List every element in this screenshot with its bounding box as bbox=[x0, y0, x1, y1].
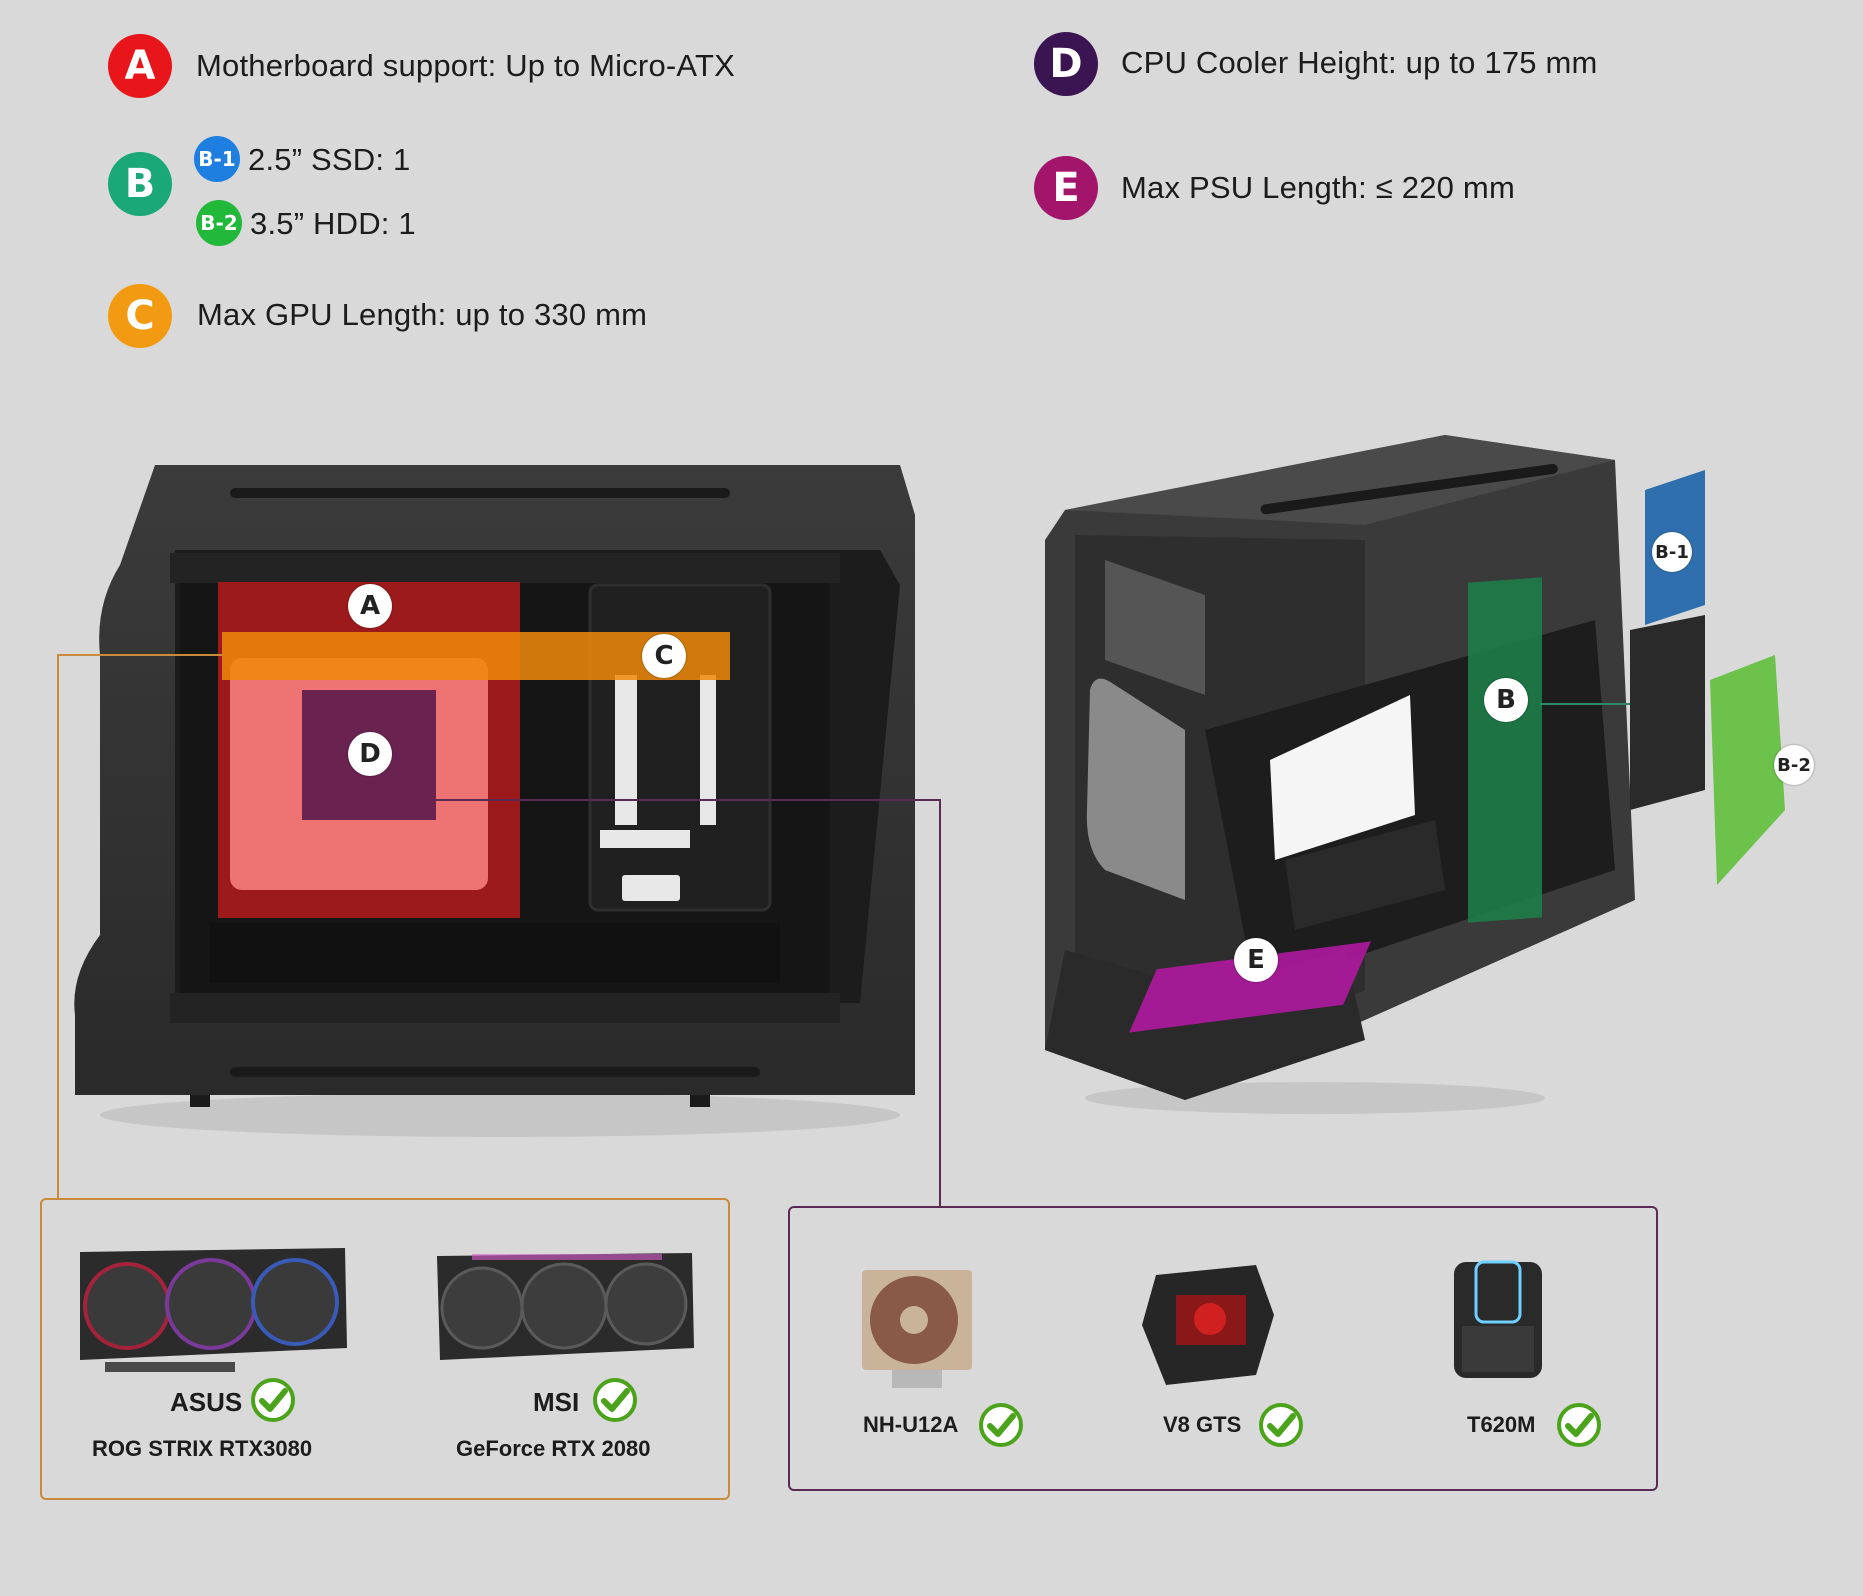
gpu-model-asus: ROG STRIX RTX3080 bbox=[92, 1436, 313, 1461]
cooler-compatibility-panel bbox=[788, 1206, 1658, 1491]
gpu-brand-msi: MSI bbox=[533, 1387, 580, 1417]
diagram-label-b: B bbox=[1484, 678, 1528, 722]
badge-b2: B-2 bbox=[196, 200, 242, 246]
gpu-compatibility-panel bbox=[40, 1198, 730, 1500]
spec-motherboard: Motherboard support: Up to Micro-ATX bbox=[196, 48, 735, 83]
gpu-model-msi: GeForce RTX 2080 bbox=[456, 1436, 651, 1461]
diagram-label-b1: B-1 bbox=[1652, 532, 1692, 572]
badge-b1: B-1 bbox=[194, 136, 240, 182]
spec-hdd: 3.5” HDD: 1 bbox=[250, 206, 416, 241]
spec-gpu-length: Max GPU Length: up to 330 mm bbox=[197, 297, 648, 332]
cooler-name-t620m: T620M bbox=[1467, 1412, 1536, 1437]
cooler-image-t620m bbox=[1454, 1260, 1542, 1378]
check-circle-icon bbox=[979, 1403, 1023, 1447]
spec-ssd: 2.5” SSD: 1 bbox=[248, 142, 411, 177]
gpu-image-asus bbox=[80, 1248, 347, 1372]
badge-c: C bbox=[108, 284, 172, 348]
spec-psu-length: Max PSU Length: ≤ 220 mm bbox=[1121, 170, 1515, 205]
cooler-image-v8-gts bbox=[1142, 1265, 1274, 1385]
check-circle-icon bbox=[593, 1378, 637, 1422]
diagram-label-e: E bbox=[1234, 938, 1278, 982]
cooler-name-nh-u12a: NH-U12A bbox=[863, 1412, 959, 1437]
badge-b: B bbox=[108, 152, 172, 216]
diagram-label-b2: B-2 bbox=[1774, 745, 1814, 785]
gpu-image-msi bbox=[437, 1253, 694, 1360]
badge-a: A bbox=[108, 34, 172, 98]
gpu-brand-asus: ASUS bbox=[170, 1387, 243, 1417]
check-circle-icon bbox=[251, 1378, 295, 1422]
diagram-label-d: D bbox=[348, 732, 392, 776]
check-circle-icon bbox=[1557, 1403, 1601, 1447]
spec-cpu-cooler: CPU Cooler Height: up to 175 mm bbox=[1121, 45, 1598, 80]
badge-d: D bbox=[1034, 32, 1098, 96]
cooler-name-v8-gts: V8 GTS bbox=[1163, 1412, 1242, 1437]
check-circle-icon bbox=[1259, 1403, 1303, 1447]
diagram-label-c: C bbox=[642, 634, 686, 678]
badge-e: E bbox=[1034, 156, 1098, 220]
cooler-image-nh-u12a bbox=[862, 1270, 972, 1388]
diagram-label-a: A bbox=[348, 584, 392, 628]
